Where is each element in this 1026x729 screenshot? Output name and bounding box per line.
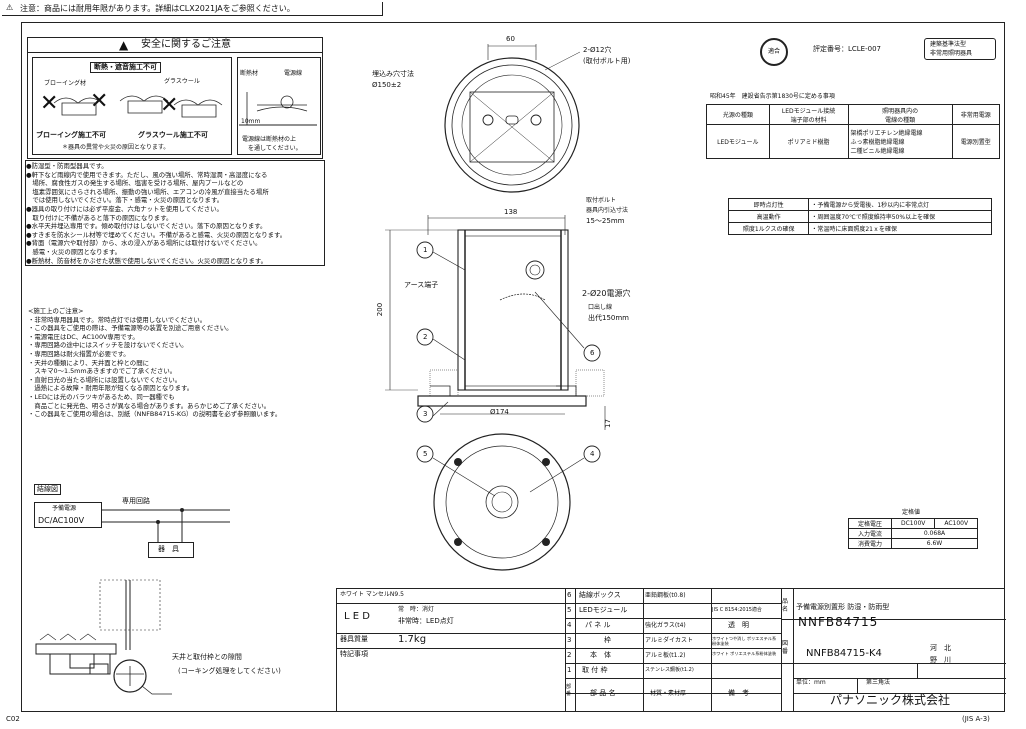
safety-illustration: 断熱・遮音施工不可 ブローイング材 グラスウール ✕ ✕ ✕ ブローイング施工不…: [32, 57, 324, 157]
wiring-diagram: 結線図 専用回路 予備電源 DC/AC100V 器 具: [30, 484, 240, 574]
bottom-view: [433, 433, 571, 571]
product-code: NNFB84715: [798, 615, 879, 629]
title-block: [336, 588, 1006, 712]
install-notes: <施工上のご注意> ・非常時専用器具です。常時点灯では使用しないでください。 ・…: [28, 307, 282, 419]
caution-triangle-icon: ▲: [119, 38, 129, 52]
ng-mark-icon: ✕: [40, 91, 59, 116]
header-notice: ⚠ 注意：商品には耐用年限があります。詳細はCLX2021JAをご参照ください。: [2, 2, 383, 16]
certification-seal: 適合: [760, 38, 788, 66]
top-view: [444, 44, 581, 193]
safety-list-border: [25, 160, 325, 266]
safety-box: [27, 37, 323, 159]
wiring-lines: [102, 508, 230, 542]
callout-circles: [416, 241, 601, 463]
insulation-sketch: [53, 95, 223, 118]
fixture-box: [148, 542, 194, 558]
side-view: [385, 215, 606, 430]
header-notice-text: 注意：商品には耐用年限があります。詳細はCLX2021JAをご参照ください。: [20, 4, 295, 13]
building-code-badge: 建築基準法型 非常用照明器具: [924, 38, 996, 60]
safety-list: ●防湿型・防雨型器具です。 ●軒下など雨線内で使用できます。ただし、風の強い場所…: [26, 162, 287, 265]
cable-sketch: [239, 92, 317, 126]
ng-mark-icon: ✕: [160, 93, 179, 118]
technical-drawing: [385, 44, 606, 571]
callout-leaders: [432, 251, 585, 497]
warning-icon: ⚠: [6, 3, 14, 12]
ceiling-gap-detail: [35, 579, 172, 695]
power-source-box: [34, 502, 102, 528]
performance-table: 即時点灯性・予備電源から受電後、1秒以内に非常点灯 高温動作・周囲温度70℃で照…: [727, 198, 992, 235]
company-name: パナソニック株式会社: [830, 693, 951, 707]
safety-title: ▲ 安全に関するご注意: [27, 37, 323, 53]
ng-mark-icon: ✕: [90, 89, 109, 114]
